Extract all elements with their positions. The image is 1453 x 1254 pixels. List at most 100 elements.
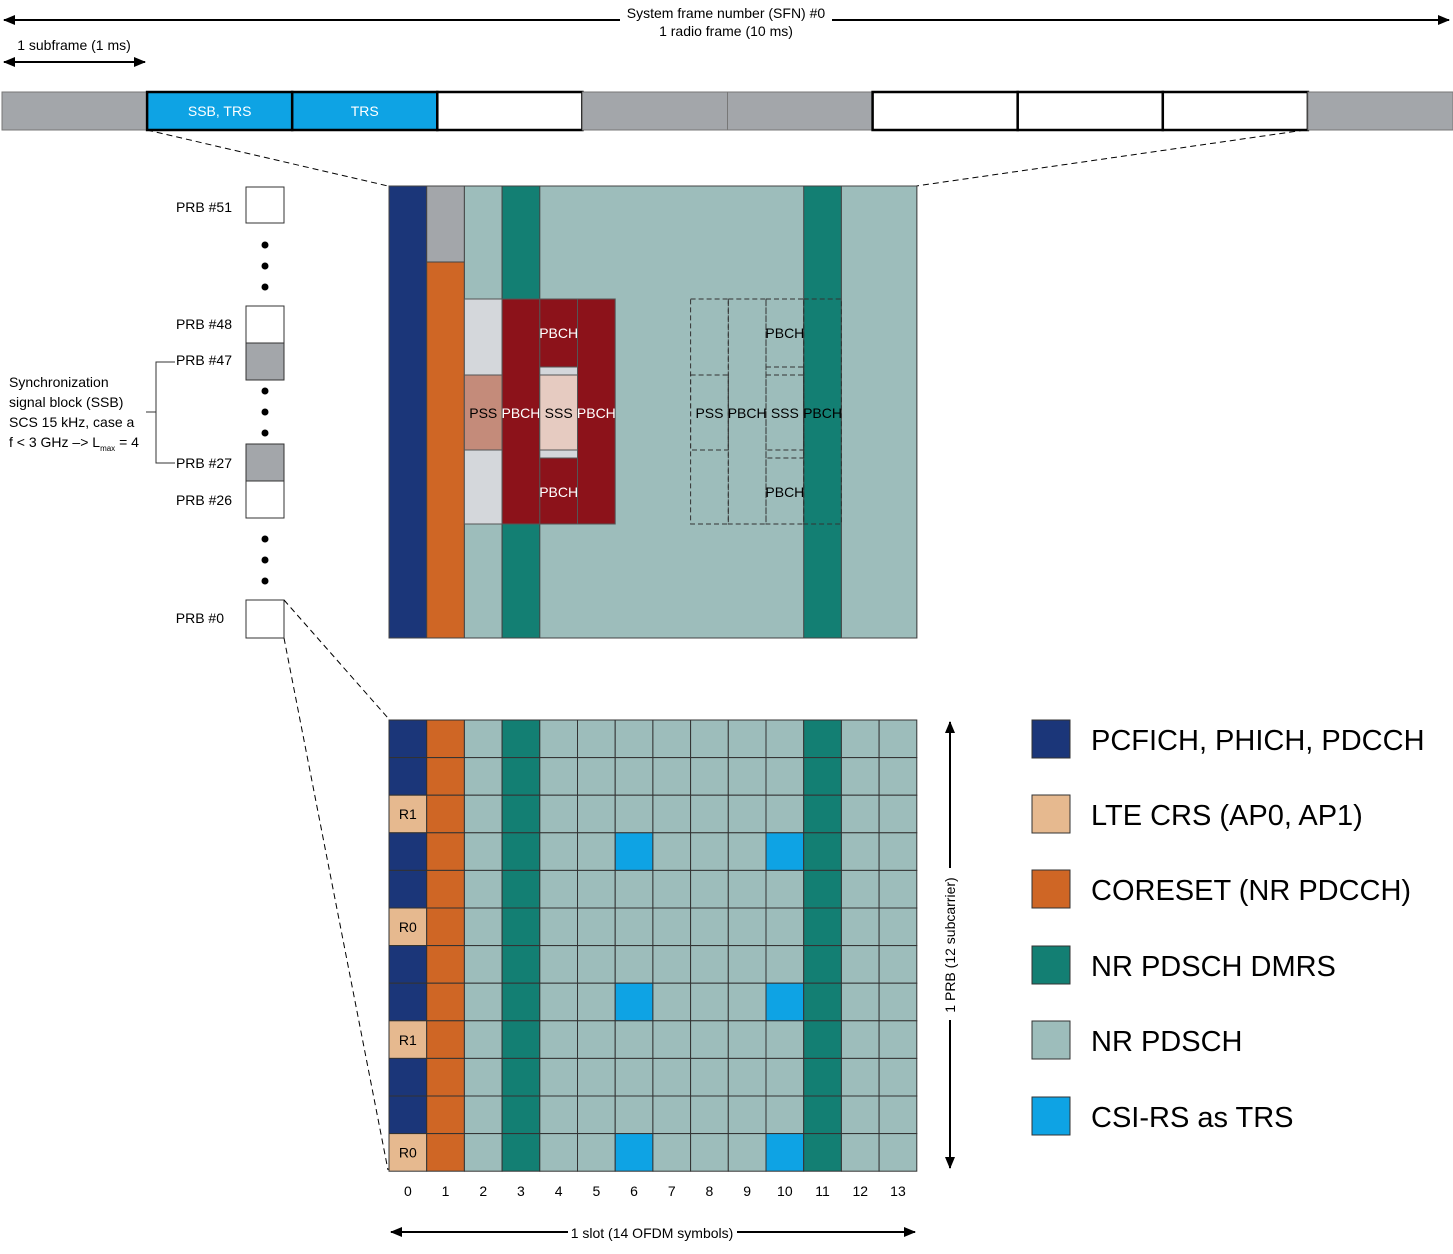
grid-cell-coreset [426, 1095, 465, 1135]
grid-cell-coreset [426, 945, 465, 984]
zoom-line-right [915, 129, 1306, 187]
grid-cell-pdsch [765, 1057, 805, 1097]
grid-cell-pdsch [652, 869, 692, 909]
grid-cell-pdsch [577, 1057, 616, 1097]
symbol-index-label: 9 [743, 1183, 751, 1199]
symbol-index-label: 2 [479, 1183, 487, 1199]
subframe-2 [290, 90, 439, 132]
grid-cell-dmrs [501, 794, 541, 834]
grid-cell-pdsch [878, 757, 918, 796]
grid-cell-pdsch [765, 1095, 805, 1135]
symbol-index-label: 3 [517, 1183, 525, 1199]
grid-cell-dmrs [803, 719, 842, 759]
grid-cell-pdsch [727, 757, 767, 796]
grid-cell-dmrs [501, 757, 541, 796]
symbol-index-label: 8 [706, 1183, 714, 1199]
grid-cell-pdcch [388, 757, 428, 796]
grid-cell-pdsch [878, 907, 918, 947]
grid-cell-pdsch [878, 794, 918, 834]
zoom-line-prb-top [283, 599, 389, 719]
grid-cell-pdsch [690, 1057, 729, 1097]
grid-cell-dmrs [501, 1057, 541, 1097]
ellipsis-dot [261, 262, 269, 270]
grid-cell-pdsch [577, 1095, 616, 1135]
grid-cell-pdsch [463, 1095, 503, 1135]
grid-cell-pdcch [388, 832, 428, 871]
symbol-index-label: 12 [852, 1183, 868, 1199]
ssb2-pss-label: PSS [695, 405, 723, 421]
grid-cell-pdsch [727, 1020, 767, 1059]
legend-swatch [1031, 945, 1071, 985]
grid-cell-csi-rs [614, 832, 654, 871]
ssb-bracket [146, 361, 175, 464]
grid-cell-pdsch [690, 1133, 729, 1172]
symbol-index-label: 0 [404, 1183, 412, 1199]
prb-51-box [245, 186, 285, 224]
grid-cell-pdsch [539, 1057, 578, 1097]
ssb-dmrs-column [803, 185, 842, 639]
grid-cell-coreset [426, 719, 465, 759]
subframe-title: 1 subframe (1 ms) [17, 37, 131, 53]
grid-cell-crs [388, 1020, 428, 1059]
grid-cell-dmrs [501, 945, 541, 984]
grid-cell-csi-rs [765, 1133, 805, 1172]
grid-cell-dmrs [803, 1020, 842, 1059]
grid-cell-dmrs [501, 1133, 541, 1172]
grid-cell-dmrs [803, 945, 842, 984]
prb-47-label: PRB #47 [176, 352, 232, 368]
grid-cell-pdsch [539, 1133, 578, 1172]
grid-cell-pdsch [840, 794, 880, 834]
grid-cell-pdsch [652, 794, 692, 834]
grid-cell-pdsch [577, 719, 616, 759]
grid-cell-pdsch [840, 982, 880, 1022]
ellipsis-dot [261, 387, 269, 395]
ellipsis-dot [261, 577, 269, 585]
ssb2-pbch-col9 [727, 298, 767, 525]
grid-cell-pdsch [577, 1133, 616, 1172]
subframe-6 [871, 90, 1019, 132]
ssb-pbch-col3 [501, 298, 541, 525]
ssb-sss-label: SSS [545, 405, 573, 421]
grid-cell-coreset [426, 907, 465, 947]
radio-frame-header: System frame number (SFN) #0 1 radio fra… [3, 5, 1450, 67]
grid-cell-pdsch [539, 832, 578, 871]
grid-cell-pdsch [690, 832, 729, 871]
subframe-9 [1307, 91, 1453, 131]
grid-cell-pdsch [577, 945, 616, 984]
grid-cell-pdsch [690, 907, 729, 947]
ssb-pdcch-column [388, 185, 428, 639]
grid-cell-pdsch [652, 719, 692, 759]
grid-cell-pdcch [388, 945, 428, 984]
ssb-note-line4: f < 3 GHz –> Lmax = 4 [9, 434, 139, 453]
grid-cell-csi-rs [614, 1133, 654, 1172]
grid-cell-dmrs [803, 1057, 842, 1097]
ellipsis-dot [261, 241, 269, 249]
ssb2-pbch-col11 [803, 298, 842, 525]
grid-cell-pdsch [878, 1057, 918, 1097]
grid-cell-pdcch [388, 719, 428, 759]
symbol-index-label: 5 [592, 1183, 600, 1199]
slot-label: 1 slot (14 OFDM symbols) [571, 1225, 734, 1241]
grid-cell-coreset [426, 982, 465, 1022]
grid-cell-pdsch [727, 869, 767, 909]
grid-cell-dmrs [803, 1133, 842, 1172]
grid-cell-dmrs [803, 757, 842, 796]
prb-27-label: PRB #27 [176, 455, 232, 471]
ssb-pbch-label: PBCH [539, 325, 578, 341]
grid-cell-coreset [426, 832, 465, 871]
prb-27-box [245, 443, 285, 482]
grid-cell-pdsch [840, 719, 880, 759]
prb-26-box [245, 480, 285, 519]
grid-cell-pdsch [463, 794, 503, 834]
grid-cell-dmrs [501, 869, 541, 909]
grid-cell-pdsch [840, 945, 880, 984]
legend-label: LTE CRS (AP0, AP1) [1091, 800, 1363, 832]
grid-cell-dmrs [803, 832, 842, 871]
grid-cell-pdsch [652, 1095, 692, 1135]
ssb-pss-label: PSS [469, 405, 497, 421]
subframe-1-label: SSB, TRS [188, 103, 252, 119]
grid-cell-pdsch [652, 907, 692, 947]
ssb-sss [539, 374, 578, 451]
